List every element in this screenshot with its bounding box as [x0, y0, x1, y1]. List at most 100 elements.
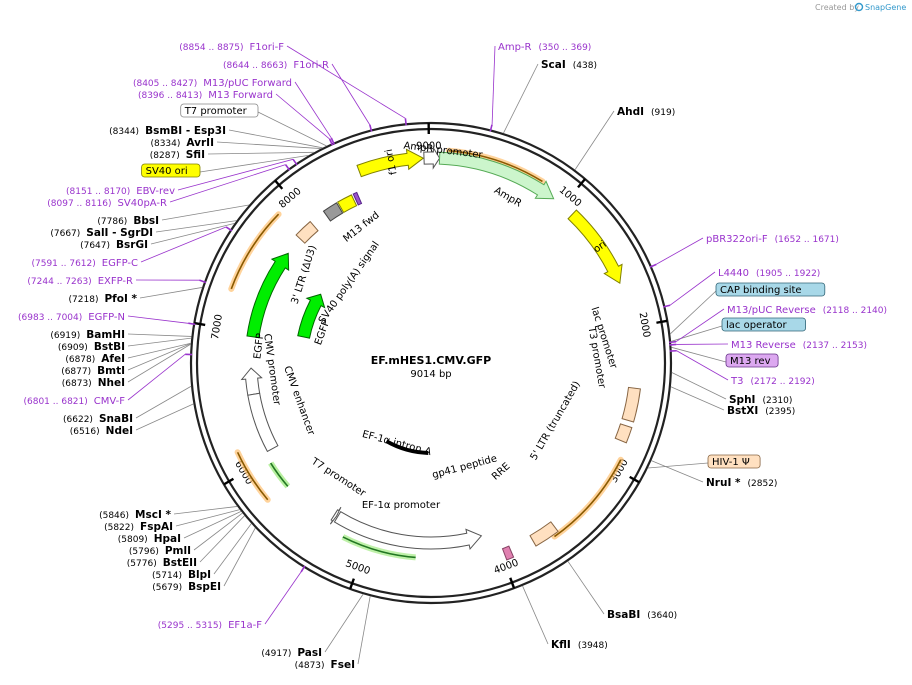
site-position: (2852) — [748, 479, 778, 489]
primer-name: pBR322ori-F — [706, 234, 768, 245]
box-label-text: T7 promoter — [184, 106, 248, 117]
tick-mark — [629, 475, 640, 484]
feature-name: AmpR — [492, 185, 523, 209]
primer-tick — [225, 226, 233, 232]
leader-line — [647, 462, 709, 469]
feature-ltr5 — [621, 386, 641, 423]
site-name: KflI — [551, 639, 571, 651]
leader-line — [207, 151, 315, 155]
primer-range: (7591 .. 7612) — [31, 259, 95, 269]
leader-line — [161, 204, 250, 221]
box-label-text: SV40 ori — [146, 166, 188, 177]
outer-label-primer: F1ori-F(8854 .. 8875) — [179, 42, 406, 119]
tick-label: 9000 — [416, 141, 442, 152]
feature-sv40-polya — [322, 202, 344, 222]
feature-gp41 — [501, 545, 515, 561]
primer-tick — [489, 124, 493, 132]
site-position: (5809) — [118, 535, 148, 545]
site-name: BstXI — [727, 405, 758, 417]
feature-egfp-inner — [297, 293, 326, 339]
site-position: (4873) — [295, 661, 325, 671]
primer-tick — [663, 304, 671, 308]
outer-label-primer: EXFP-R(7244 .. 7263) — [27, 276, 200, 287]
primer-tick — [404, 118, 407, 126]
leader-line — [127, 343, 191, 383]
feature-amp-promoter — [423, 146, 441, 170]
outer-label-site: BamHI(6919) — [50, 329, 192, 341]
outer-label-primer: M13/pUC Forward(8405 .. 8427) — [133, 78, 332, 139]
site-name: SfiI — [186, 149, 205, 161]
outer-label-site: SnaBI(6622) — [63, 385, 192, 425]
leader-line — [275, 93, 330, 140]
tick-mark — [223, 477, 235, 486]
outer-label-primer: CMV-F(6801 .. 6821) — [23, 354, 186, 407]
site-name: BsaBI — [607, 609, 640, 621]
leader-line — [357, 596, 371, 665]
feature-ampr — [438, 151, 555, 200]
site-name: BbsI — [133, 215, 159, 227]
leader-line — [127, 337, 192, 347]
site-position: (6622) — [63, 415, 93, 425]
band-ef1a-core — [342, 536, 416, 559]
site-position: (8344) — [109, 127, 139, 137]
leader-line — [670, 386, 725, 411]
outer-label-boxpeach: HIV-1 Ψ — [647, 454, 761, 469]
outer-label-site: BlpI(5714) — [152, 523, 252, 581]
site-position: (919) — [651, 108, 675, 118]
feature-name: SV40 poly(A) signal — [317, 240, 382, 326]
primer-tick — [300, 565, 306, 573]
site-name: BstBI — [94, 341, 125, 353]
outer-label-site: SfiI(8287) — [150, 149, 315, 161]
primer-tick — [188, 322, 196, 326]
leader-line — [127, 343, 191, 371]
outer-label-primer: pBR322ori-F(1652 .. 1671) — [656, 234, 839, 265]
primer-range: (8854 .. 8875) — [179, 43, 243, 53]
feature-name: 5' LTR (truncated) — [529, 379, 583, 462]
backbone-inner — [195, 127, 667, 599]
outer-label-site: FseI (4873) — [295, 596, 371, 671]
feature-f1ori — [356, 148, 425, 178]
label-box — [180, 103, 259, 118]
outer-label-site: BsrGI(7647) — [80, 222, 235, 251]
credit-line: Created by SnapGene — [815, 2, 906, 12]
site-name: PfoI * — [104, 293, 137, 305]
leader-line — [294, 81, 332, 139]
leader-line — [257, 111, 327, 147]
site-position: (7647) — [80, 241, 110, 251]
outer-label-site: NruI *(2852) — [651, 460, 778, 489]
site-name: BsmBI - Esp3I — [145, 125, 226, 137]
leader-line — [175, 509, 240, 527]
primer-tick — [330, 137, 335, 145]
primer-range: (8151 .. 8170) — [66, 187, 130, 197]
outer-label-site: BstBI(6909) — [58, 337, 192, 353]
feature-egfp — [246, 252, 290, 339]
primer-name: M13/pUC Reverse — [727, 305, 816, 316]
outer-label-boxwhite: T7 promoter — [180, 103, 327, 147]
primer-name: EGFP-C — [102, 258, 138, 269]
site-name: AfeI — [101, 353, 125, 365]
outer-label-boxpurple: M13 rev — [671, 346, 779, 368]
leader-line — [177, 158, 294, 191]
outer-labels: F1ori-F(8854 .. 8875)Amp-R(350 .. 369)Sc… — [18, 42, 887, 671]
leader-line — [503, 63, 539, 134]
outer-label-primer: F1ori-R(8644 .. 8663) — [223, 60, 371, 125]
leader-line — [183, 511, 242, 539]
primer-name: EF1a-F — [228, 620, 262, 631]
feature-name: T7 promoter — [308, 456, 368, 500]
outer-label-boxblue: lac operator — [670, 317, 806, 342]
outer-label-site: NdeI(6516) — [70, 403, 194, 437]
primer-tick — [649, 263, 657, 268]
site-position: (7786) — [97, 217, 127, 227]
feature-ef1a-intron — [385, 439, 429, 455]
site-name: BlpI — [188, 569, 211, 581]
site-name: FseI — [331, 659, 355, 671]
outer-label-site: BmtI(6877) — [61, 343, 191, 377]
outer-label-primer: EGFP-C (7591 .. 7612) — [31, 226, 227, 269]
primer-range: (8644 .. 8663) — [223, 61, 287, 71]
site-position: (7667) — [50, 229, 80, 239]
site-position: (5679) — [152, 583, 182, 593]
outer-label-site: PfoI *(7218) — [69, 287, 203, 305]
leader-line — [140, 226, 227, 263]
primer-name: CMV-F — [94, 396, 125, 407]
